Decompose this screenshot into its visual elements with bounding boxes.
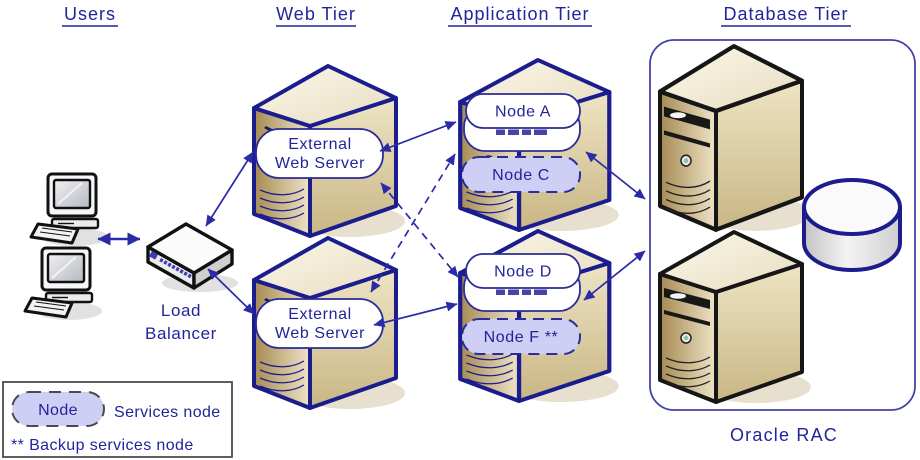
tier-headers: Users Web Tier Application Tier Database… <box>62 4 851 27</box>
load-balancer-label-line2: Balancer <box>145 324 217 343</box>
web-server-top-line2: Web Server <box>275 155 365 172</box>
node-bubble-d <box>465 253 581 289</box>
node-bubble-f <box>461 318 581 355</box>
legend: Node Services node ** Backup services no… <box>2 381 233 458</box>
connection-arrows <box>97 121 646 328</box>
load-balancer-icon <box>146 222 238 292</box>
arrow-web-bottom-app-top-backup <box>370 153 456 293</box>
legend-backup-note-label: ** Backup services node <box>11 437 194 454</box>
legend-services-node-label: Services node <box>114 404 221 421</box>
node-bubble-c <box>461 156 581 193</box>
tier-header-web: Web Tier <box>276 4 356 24</box>
arrow-app-bottom-database <box>583 250 646 301</box>
load-balancer-label-line1: Load <box>161 301 201 320</box>
web-server-top-line1: External <box>288 136 352 153</box>
tier-header-users: Users <box>64 4 116 24</box>
legend-node-sample-label: Node <box>38 402 78 419</box>
web-server-bottom-line1: External <box>288 306 352 323</box>
node-bubble-a <box>465 93 581 129</box>
user-computer-icon-top <box>29 172 110 248</box>
arrow-web-bottom-app-bottom <box>373 301 458 328</box>
arrow-web-top-app-top <box>379 121 457 152</box>
user-computer-icon-bottom <box>23 246 104 322</box>
clipped-node-label-fragment-bottom <box>496 289 547 295</box>
arrow-app-top-database <box>585 151 646 200</box>
tier-header-application: Application Tier <box>450 4 589 24</box>
arrow-load-balancer-web-bottom <box>207 268 255 315</box>
oracle-rac-label: Oracle RAC <box>730 425 838 445</box>
users-group <box>23 172 110 322</box>
app-bottom-node-group: Node D Node F ** <box>461 253 581 355</box>
web-server-bottom-line2: Web Server <box>275 325 365 342</box>
clipped-node-label-fragment-top <box>496 129 547 135</box>
node-d-label: Node D <box>494 264 552 281</box>
arrow-load-balancer-web-top <box>205 151 254 227</box>
web-server-label-top: External Web Server <box>255 128 384 179</box>
app-top-node-group: Node A Node C <box>461 93 581 193</box>
database-cylinder-icon <box>802 178 902 272</box>
node-c-label: Node C <box>492 167 550 184</box>
node-f-label: Node F ** <box>484 329 559 346</box>
tier-header-database: Database Tier <box>723 4 848 24</box>
node-a-label: Node A <box>495 104 551 121</box>
legend-node-bubble <box>11 391 105 427</box>
web-server-label-bottom: External Web Server <box>255 298 384 349</box>
